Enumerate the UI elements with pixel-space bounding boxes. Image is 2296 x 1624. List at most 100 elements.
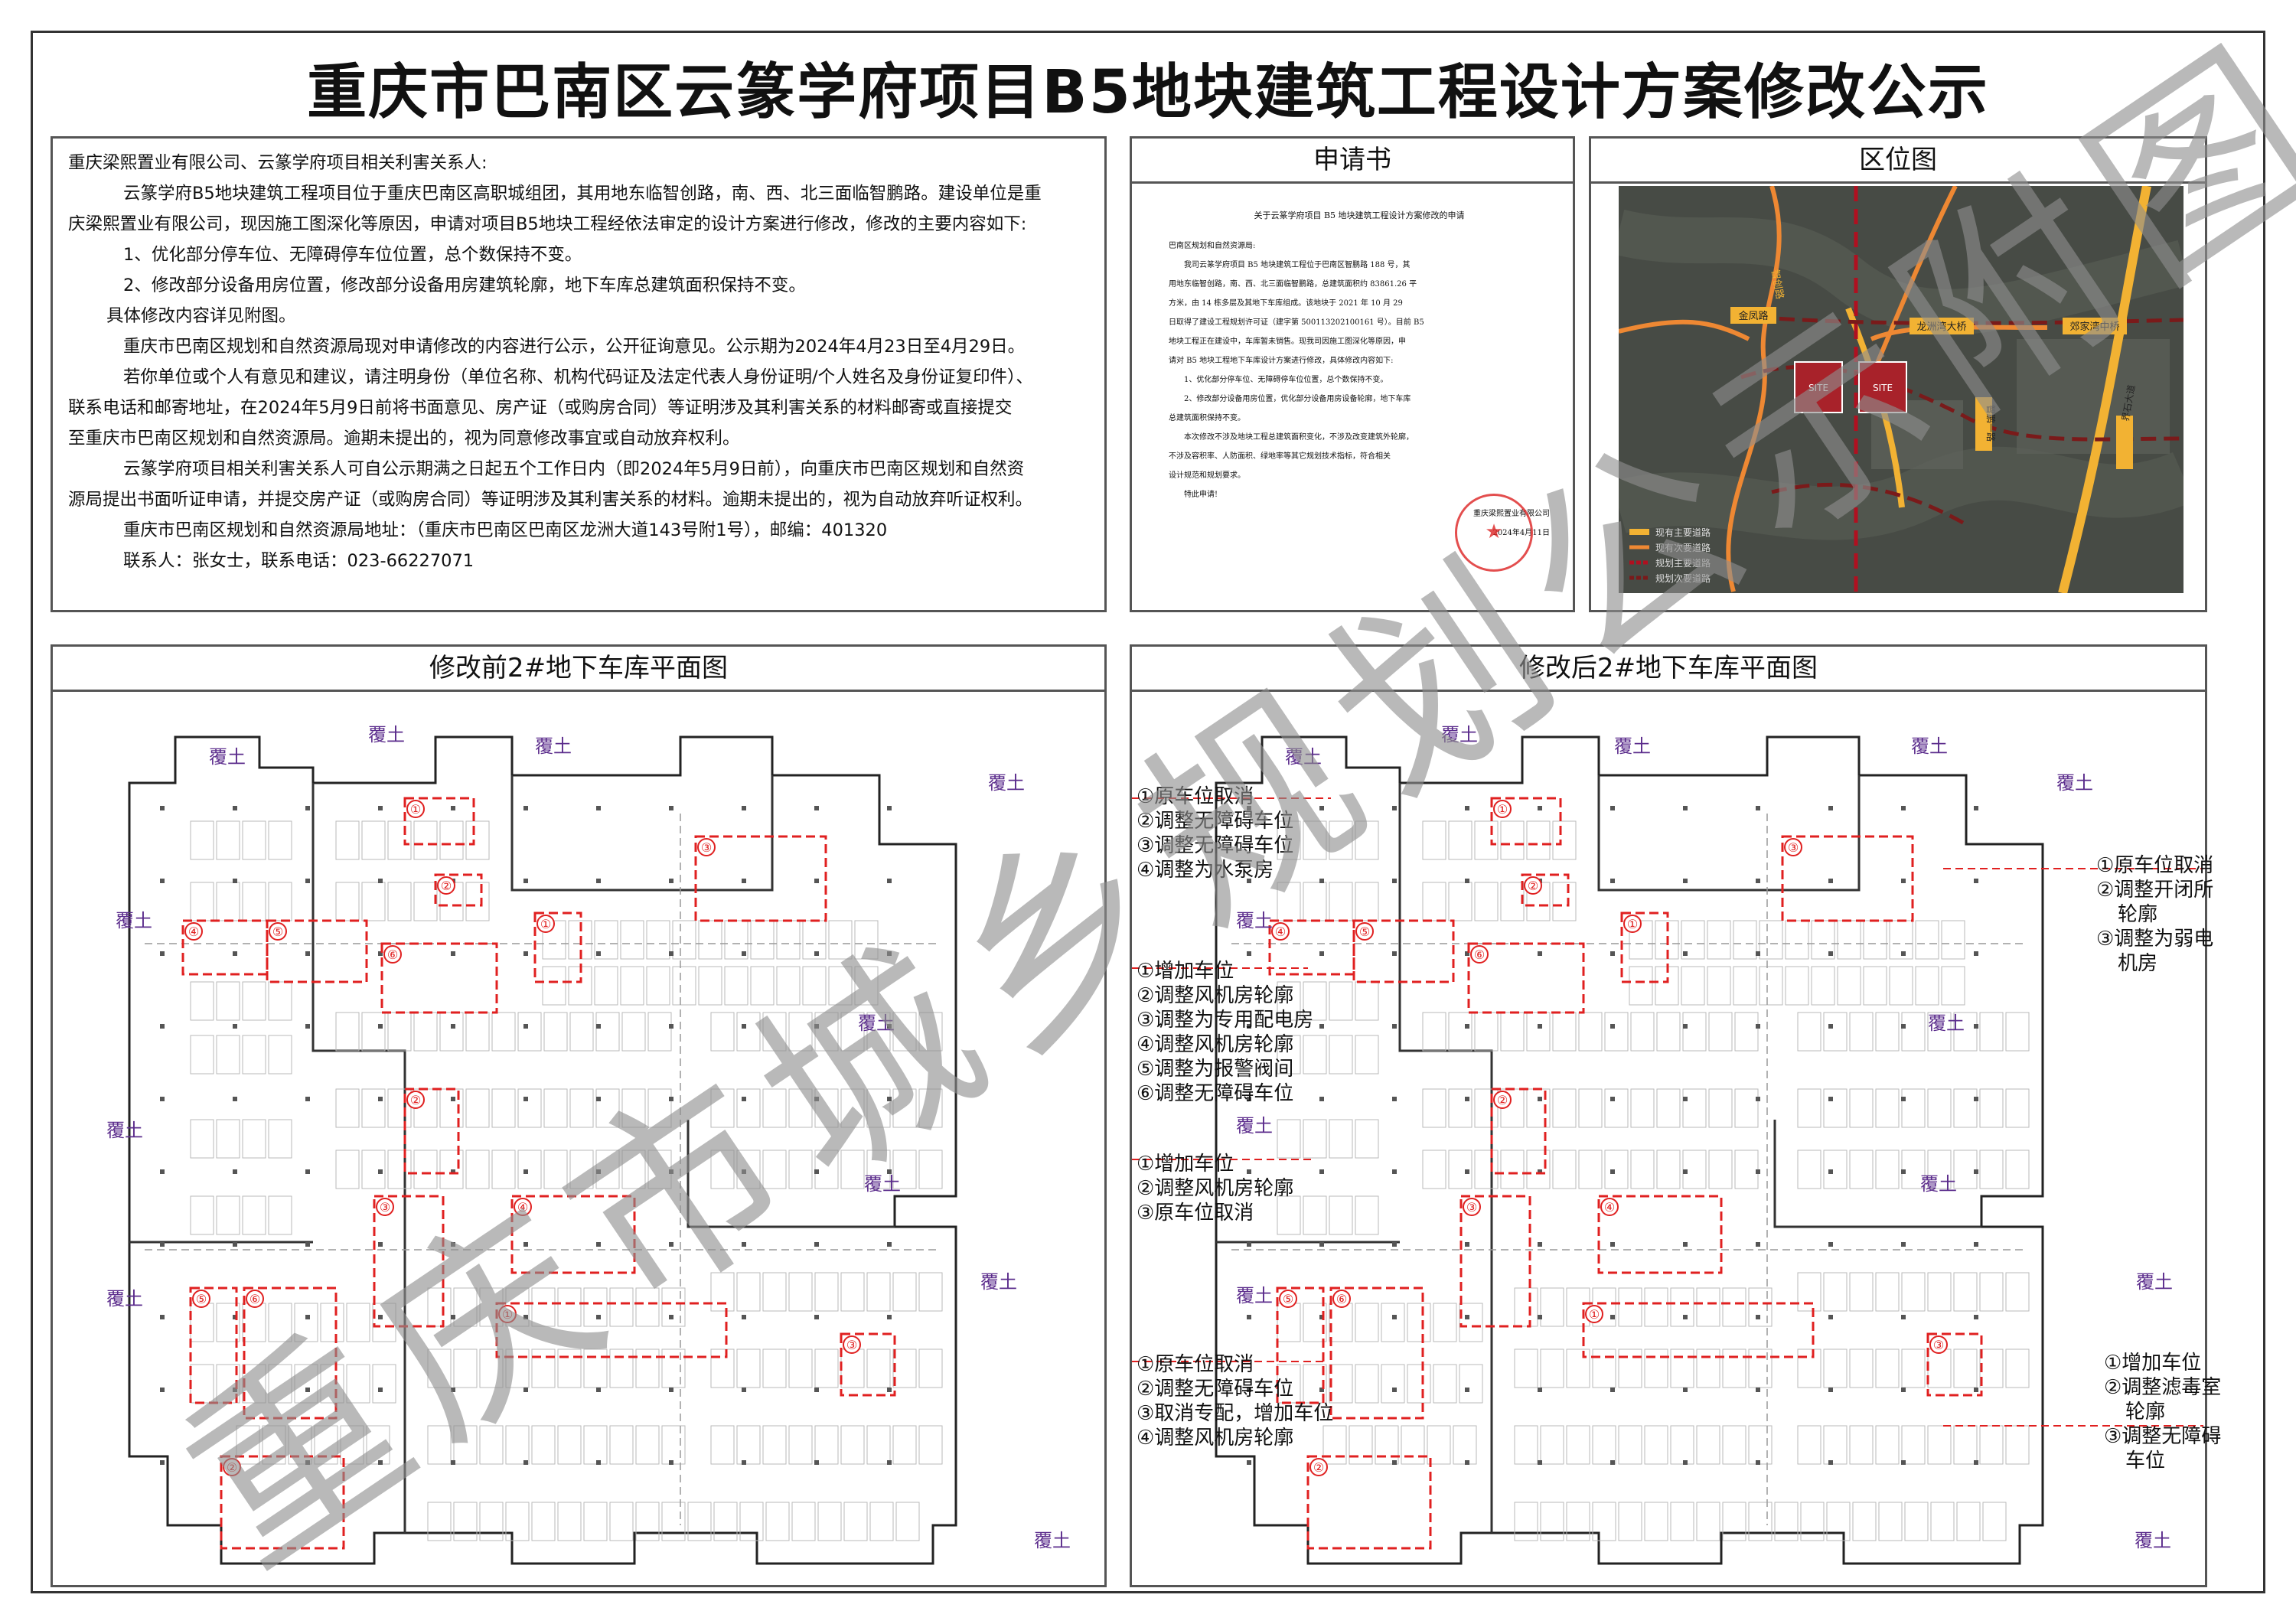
column <box>160 1024 165 1029</box>
parking-stall <box>1785 966 1809 1006</box>
column <box>1683 879 1688 883</box>
application-heading: 申请书 <box>1132 139 1573 184</box>
column <box>1392 1460 1397 1465</box>
parking-stall <box>1381 1303 1405 1342</box>
fill-label: 覆土 <box>2056 772 2093 794</box>
parking-stall <box>1979 1425 2004 1465</box>
parking-stall <box>294 1303 318 1342</box>
column <box>378 1169 383 1174</box>
fill-label: 覆土 <box>980 1271 1017 1293</box>
change-note: ③取消专配，增加车位 <box>1137 1402 1334 1425</box>
change-note: ②调整无障碍车位 <box>1137 1378 1294 1401</box>
notice-line: 云篆学府项目相关利害关系人可自公示期满之日起五个工作日内（即2024年5月9日前… <box>123 459 1025 479</box>
parking-stall <box>1979 1348 2004 1388</box>
change-marker-label: ④ <box>188 925 199 939</box>
parking-stall <box>320 1364 344 1404</box>
column <box>1610 1169 1615 1174</box>
column <box>1974 951 1978 956</box>
parking-stall <box>1514 1348 1538 1388</box>
column <box>1538 951 1542 956</box>
column <box>1247 1315 1251 1319</box>
parking-stall <box>661 1287 686 1327</box>
column <box>378 1242 383 1247</box>
parking-stall <box>687 1502 712 1541</box>
parking-stall <box>595 1012 620 1052</box>
change-note-block: ①增加车位 ②调整风机房轮廓 ③原车位取消 <box>1137 1152 1293 1225</box>
column <box>1465 1460 1469 1465</box>
column <box>160 1169 165 1174</box>
column <box>1392 1242 1397 1247</box>
parking-stall <box>427 1425 452 1465</box>
application-body-line: 1、优化部分停车位、无障碍停车位位置，总个数保持不变。 <box>1184 376 1388 384</box>
change-marker-label: ③ <box>380 1200 390 1215</box>
column <box>233 806 237 810</box>
parking-stall <box>1592 1502 1616 1541</box>
change-marker <box>514 1198 532 1216</box>
parking-stall <box>762 1012 787 1052</box>
column <box>1319 1388 1324 1392</box>
column <box>1247 1242 1251 1247</box>
parking-stall <box>216 981 240 1021</box>
parking-stall <box>1682 1088 1707 1128</box>
parking-stall <box>288 1425 312 1465</box>
parking-stall <box>646 966 670 1006</box>
change-area-outline <box>1926 1332 1983 1397</box>
column <box>596 1169 601 1174</box>
notice-line: 庆梁熙置业有限公司，现因施工图深化等原因，申请对项目B5地块工程经依法审定的设计… <box>68 214 1027 234</box>
parking-stall <box>1355 981 1379 1021</box>
parking-stall <box>710 1088 735 1128</box>
fill-label: 覆土 <box>2135 1530 2171 1551</box>
column <box>523 806 528 810</box>
column <box>1974 1315 1978 1319</box>
parking-stall <box>814 1348 839 1388</box>
change-note: 车位 <box>2125 1450 2166 1472</box>
change-marker-label: ③ <box>701 840 712 855</box>
parking-stall <box>1448 1150 1473 1189</box>
parking-stall <box>1329 1035 1353 1075</box>
column <box>669 1024 673 1029</box>
column <box>451 806 455 810</box>
parking-stall <box>710 1012 735 1052</box>
column <box>233 1169 237 1174</box>
parking-stall <box>1670 1502 1694 1541</box>
column <box>1319 806 1324 810</box>
parking-stall <box>387 820 412 860</box>
parking-stall <box>1552 820 1577 860</box>
parking-stall <box>788 1150 813 1189</box>
parking-stall <box>1277 1119 1301 1159</box>
parking-stall <box>1540 1425 1564 1465</box>
column <box>451 1169 455 1174</box>
column <box>233 951 237 956</box>
parking-stall <box>1875 1425 1900 1465</box>
parking-stall <box>491 1012 516 1052</box>
column <box>1974 1242 1978 1247</box>
column <box>1610 1460 1615 1465</box>
legend-item: 现有次要道路 <box>1655 542 1711 553</box>
parking-stall <box>1670 1287 1694 1327</box>
column <box>1683 1242 1688 1247</box>
fill-label: 覆土 <box>1236 910 1273 931</box>
column <box>596 1315 601 1319</box>
change-area-outline <box>434 873 483 907</box>
column <box>451 1460 455 1465</box>
parking-stall <box>569 1088 594 1128</box>
change-area-outline <box>1620 911 1669 983</box>
parking-stall <box>1915 966 1939 1006</box>
change-area-outline <box>510 1195 636 1274</box>
parking-stall <box>1901 1272 1926 1312</box>
column <box>1319 1169 1324 1174</box>
parking-stall <box>1696 1348 1720 1388</box>
parking-stall <box>1681 966 1705 1006</box>
parking-stall <box>1904 1502 1929 1541</box>
site-block <box>1858 361 1907 413</box>
parking-stall <box>788 1012 813 1052</box>
change-marker-label: ⑥ <box>1336 1292 1347 1306</box>
column <box>1610 806 1615 810</box>
parking-stall <box>413 882 438 921</box>
application-body-line: 设计规范和规划要求。 <box>1169 471 1245 480</box>
parking-stall <box>505 1348 530 1388</box>
parking-stall <box>635 1287 660 1327</box>
parking-stall <box>635 1502 660 1541</box>
planned-minor-road <box>1740 364 2183 442</box>
